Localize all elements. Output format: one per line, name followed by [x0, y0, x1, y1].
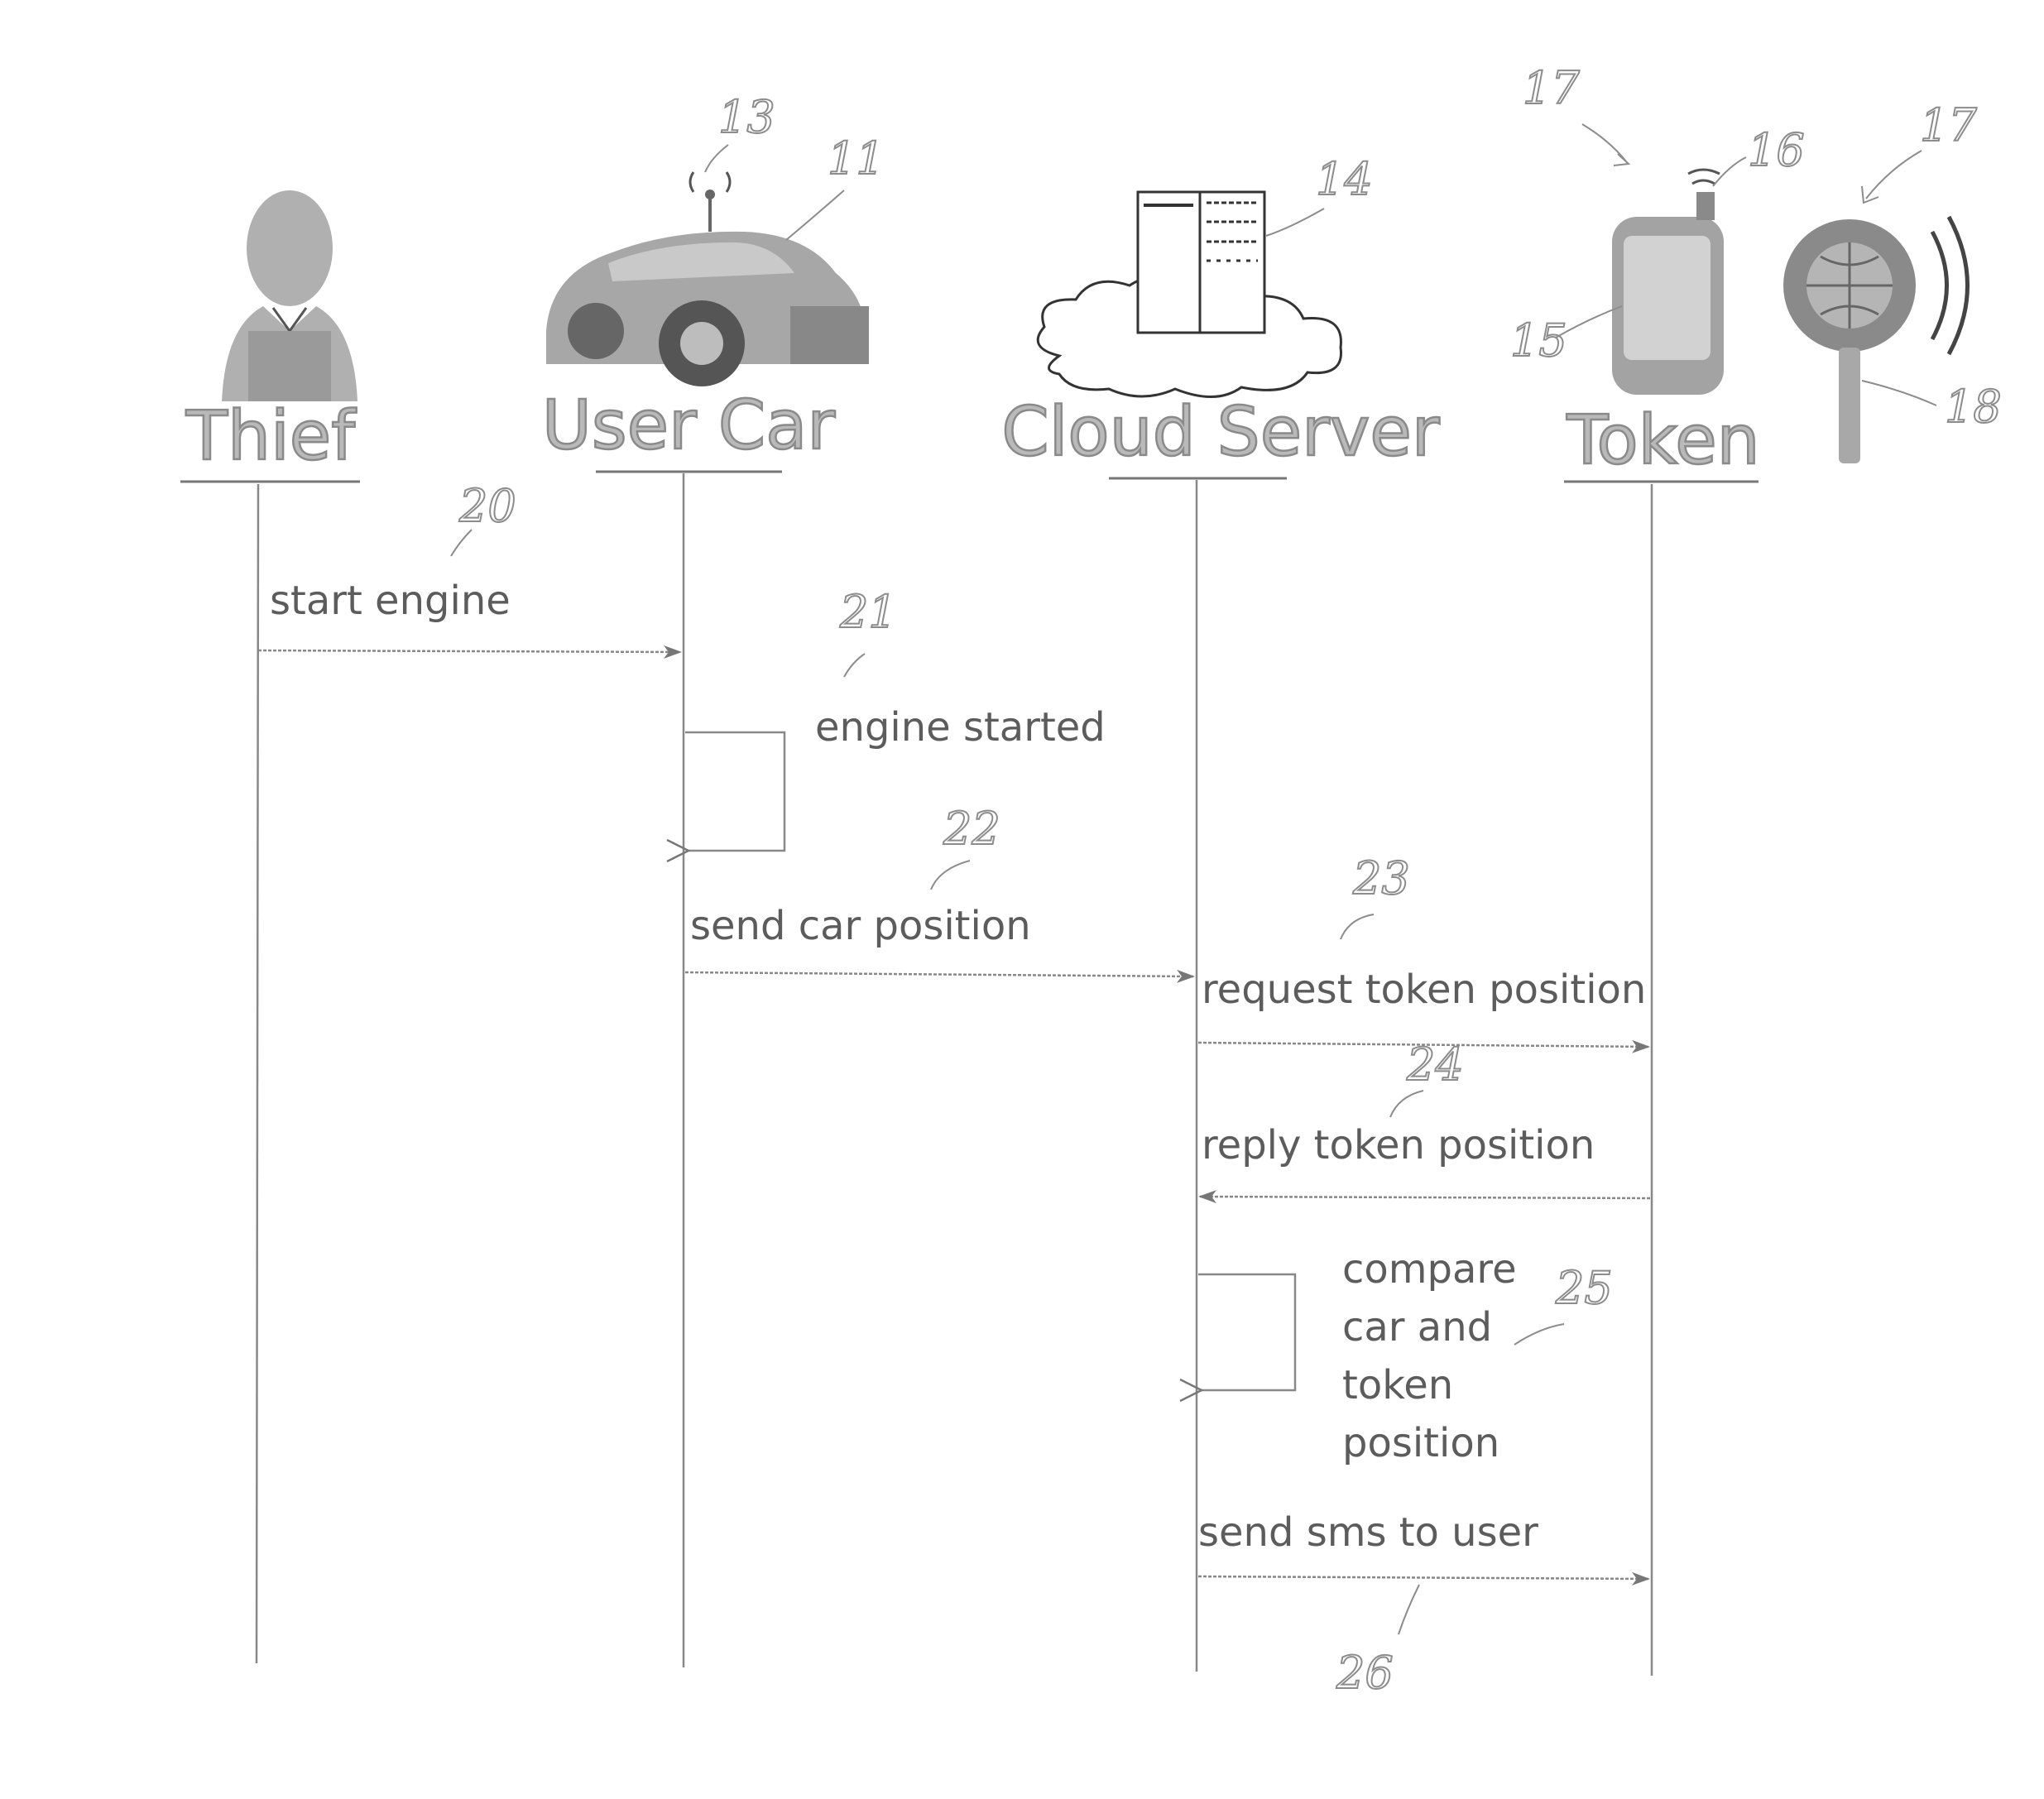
message-label-send-sms-to-user: send sms to user	[1198, 1509, 1538, 1556]
ref-16: 16	[1748, 124, 1805, 176]
leader-14	[1266, 209, 1324, 236]
leader-13	[705, 145, 728, 172]
ref-14: 14	[1316, 153, 1373, 205]
actor-label-user-car: User Car	[542, 386, 835, 465]
message-label-engine-started: engine started	[815, 704, 1106, 751]
ref-26: 26	[1336, 1647, 1394, 1699]
arrow-send-sms-to-user	[1198, 1576, 1648, 1579]
ref-25: 25	[1555, 1262, 1613, 1314]
message-label-compare-line-4: position	[1342, 1420, 1499, 1466]
leader-18	[1862, 381, 1936, 405]
message-label-reply-token-position: reply token position	[1202, 1122, 1595, 1168]
leader-23	[1341, 914, 1374, 939]
ref-17-phone: 17	[1523, 62, 1580, 114]
arrow-reply-token-position	[1200, 1197, 1650, 1198]
message-label-start-engine: start engine	[270, 578, 511, 624]
ref-20: 20	[458, 480, 516, 532]
ref-24: 24	[1406, 1039, 1464, 1091]
server-cloud-icon	[1038, 192, 1341, 397]
leader-11	[786, 190, 844, 240]
leader-24	[1390, 1091, 1423, 1117]
message-label-compare-line-3: token	[1342, 1362, 1453, 1408]
actor-label-cloud-server: Cloud Server	[1001, 393, 1439, 472]
actor-label-thief: Thief	[185, 397, 357, 476]
lifeline-thief	[257, 484, 258, 1663]
arrow-send-car-position	[685, 972, 1193, 976]
ref-21: 21	[839, 586, 897, 638]
ref-13: 13	[718, 91, 775, 143]
message-label-send-car-position: send car position	[690, 903, 1031, 949]
leader-22	[931, 861, 970, 890]
actor-label-token: Token	[1566, 401, 1759, 480]
leader-25	[1514, 1324, 1564, 1345]
key-fob-icon	[1783, 217, 1968, 463]
phone-icon	[1612, 170, 1724, 395]
ref-23: 23	[1352, 852, 1410, 904]
message-label-compare-line-1: compare	[1342, 1246, 1517, 1293]
ref-18: 18	[1945, 381, 2002, 433]
ref-17-key: 17	[1920, 99, 1977, 151]
ref-15: 15	[1510, 314, 1567, 367]
leader-26	[1399, 1585, 1419, 1634]
message-label-compare-line-2: car and	[1342, 1304, 1492, 1350]
arrow-engine-started	[685, 732, 784, 851]
ref-22: 22	[943, 803, 1000, 855]
arrow-compare-positions	[1198, 1274, 1295, 1390]
arrow-start-engine	[258, 650, 680, 652]
ref-11: 11	[828, 132, 885, 185]
leader-17-key	[1866, 151, 1922, 199]
leader-20	[451, 530, 472, 556]
message-label-request-token-position: request token position	[1202, 967, 1646, 1013]
leader-21	[844, 654, 865, 677]
car-icon	[546, 172, 869, 386]
person-icon	[222, 190, 357, 401]
